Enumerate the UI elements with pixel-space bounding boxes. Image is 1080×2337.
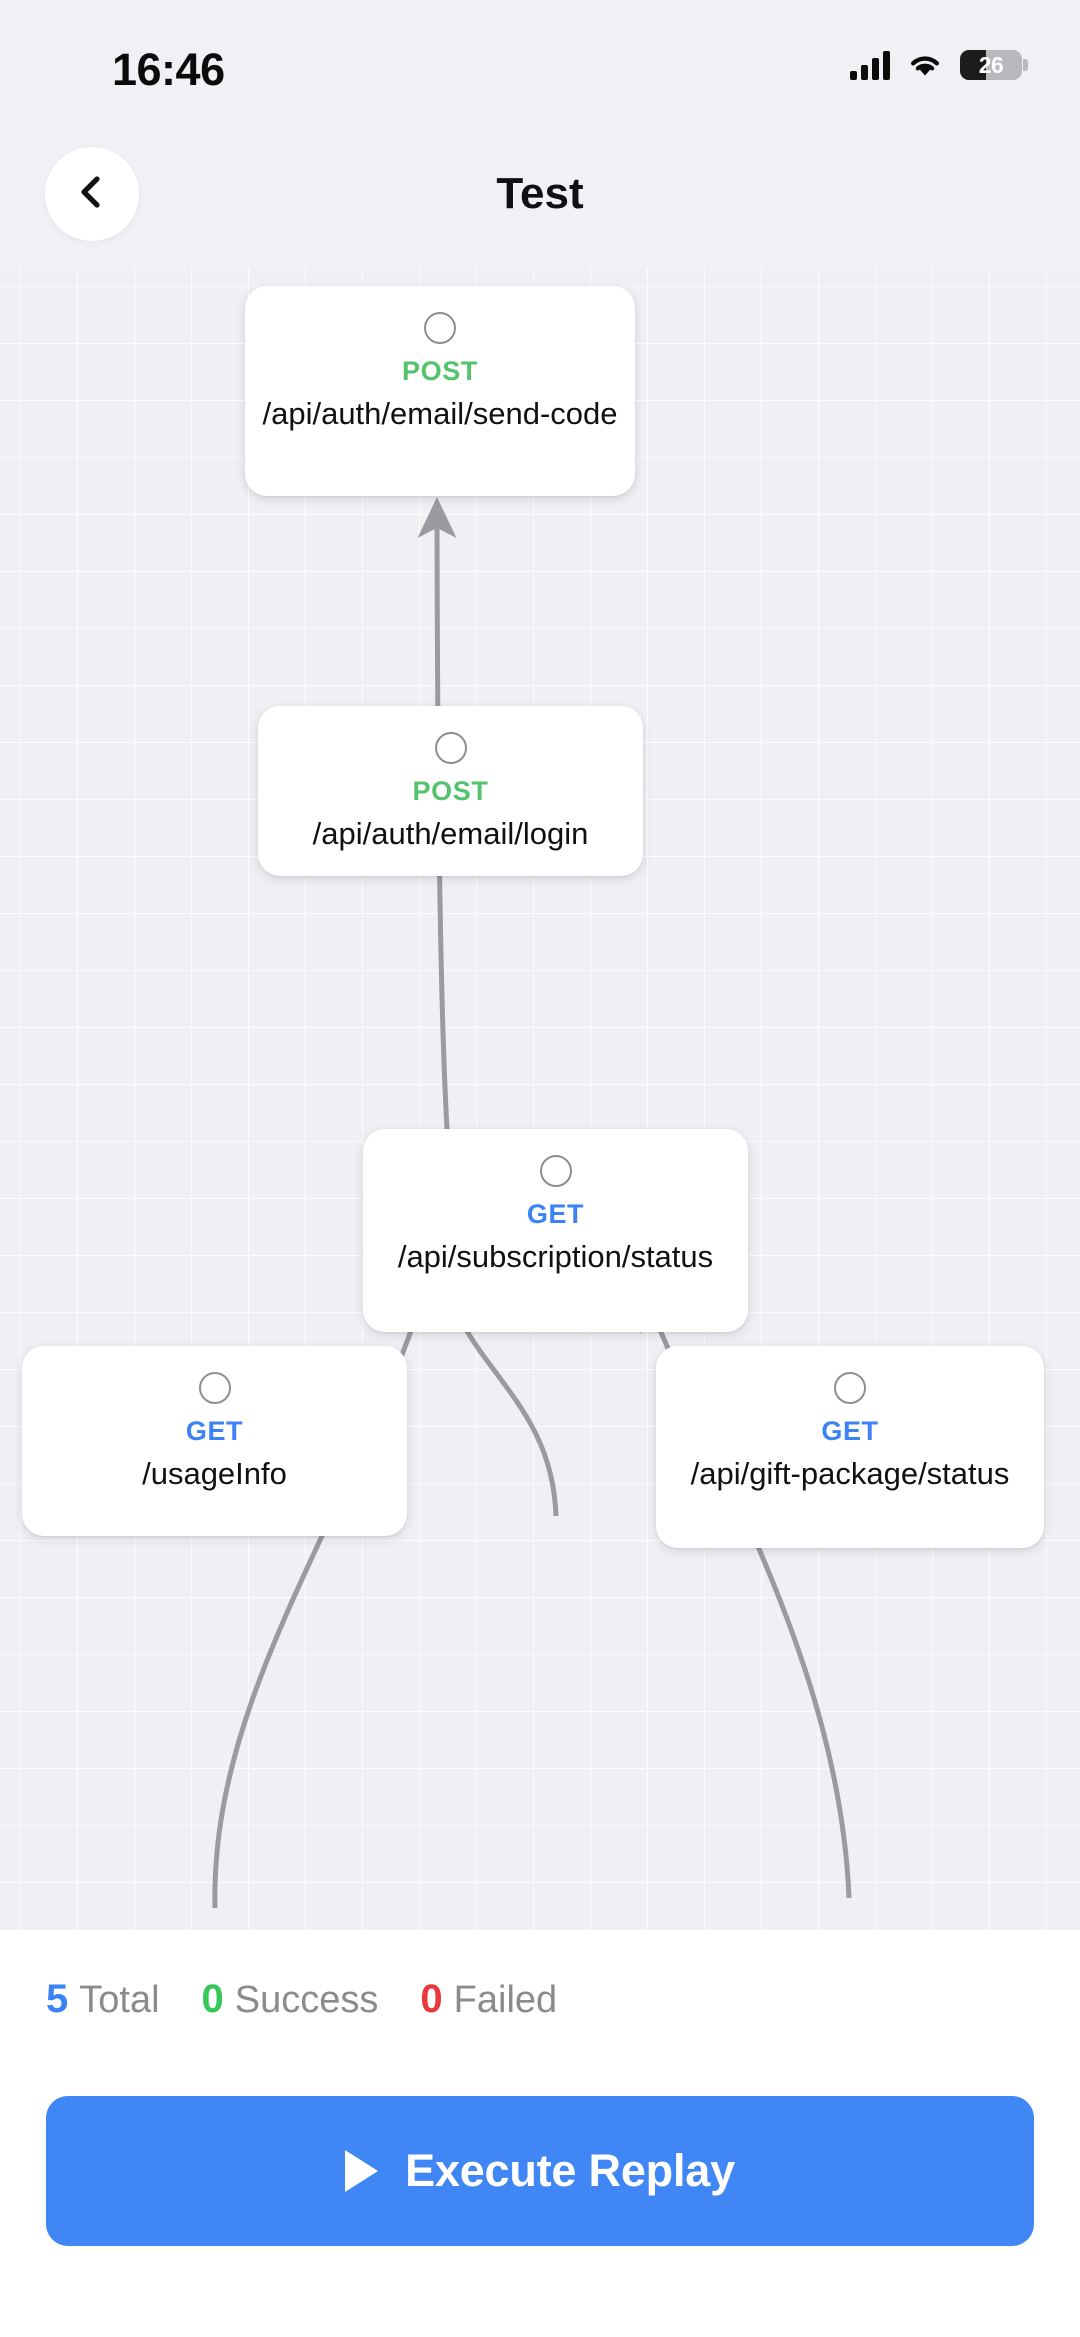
node-path-label: /usageInfo [142,1456,287,1491]
stat-success-value: 0 [201,1977,224,2021]
flow-node-subscription[interactable]: GET /api/subscription/status [363,1129,748,1332]
play-icon [345,2150,379,2192]
flow-canvas[interactable]: POST /api/auth/email/send-code POST /api… [0,268,1080,1930]
stat-total-label: Total [79,1979,160,2021]
node-method-label: POST [402,356,478,386]
node-path-label: /api/auth/email/login [312,816,589,851]
node-method-label: GET [526,1199,585,1229]
status-indicators: 26 [850,50,1028,80]
stat-failed-label: Failed [453,1979,558,2021]
node-method-label: GET [821,1416,879,1446]
pending-circle-icon [198,1372,231,1404]
execute-replay-button[interactable]: Execute Replay [46,2096,1034,2246]
battery-icon: 26 [960,50,1028,80]
flow-edges [212,497,852,1909]
execute-replay-label: Execute Replay [405,2145,735,2196]
node-path-label: /api/gift-package/status [690,1456,1010,1491]
chevron-left-icon [71,171,113,218]
stat-total: 5 Total [46,1977,160,2022]
flow-node-send-code[interactable]: POST /api/auth/email/send-code [245,286,635,496]
status-time: 16:46 [112,44,225,95]
stat-failed-value: 0 [420,1977,443,2021]
flow-node-login[interactable]: POST /api/auth/email/login [258,706,643,876]
node-path-label: /api/auth/email/send-code [262,396,618,431]
bottom-panel: 5 Total 0 Success 0 Failed Execute Repla… [0,1930,1080,2337]
pending-circle-icon [434,732,467,764]
node-path-label: /api/subscription/status [397,1239,714,1274]
node-method-label: GET [185,1416,244,1446]
stat-success-label: Success [234,1979,379,2021]
cellular-signal-icon [850,50,890,80]
node-method-label: POST [412,776,489,806]
pending-circle-icon [424,312,456,344]
battery-percent: 26 [978,51,1004,78]
back-button[interactable] [45,147,139,241]
pending-circle-icon [539,1155,572,1187]
page-title: Test [496,169,584,218]
wifi-icon [907,51,943,79]
flow-node-gift-package[interactable]: GET /api/gift-package/status [656,1346,1044,1548]
flow-node-usage-info[interactable]: GET /usageInfo [22,1346,407,1536]
status-bar: 16:46 26 [0,0,1080,120]
page-header: Test [0,120,1080,268]
stat-total-value: 5 [46,1977,69,2021]
stat-failed: 0 Failed [420,1977,557,2022]
stats-row: 5 Total 0 Success 0 Failed [46,1977,557,2022]
stat-success: 0 Success [202,1977,379,2022]
pending-circle-icon [834,1372,866,1404]
